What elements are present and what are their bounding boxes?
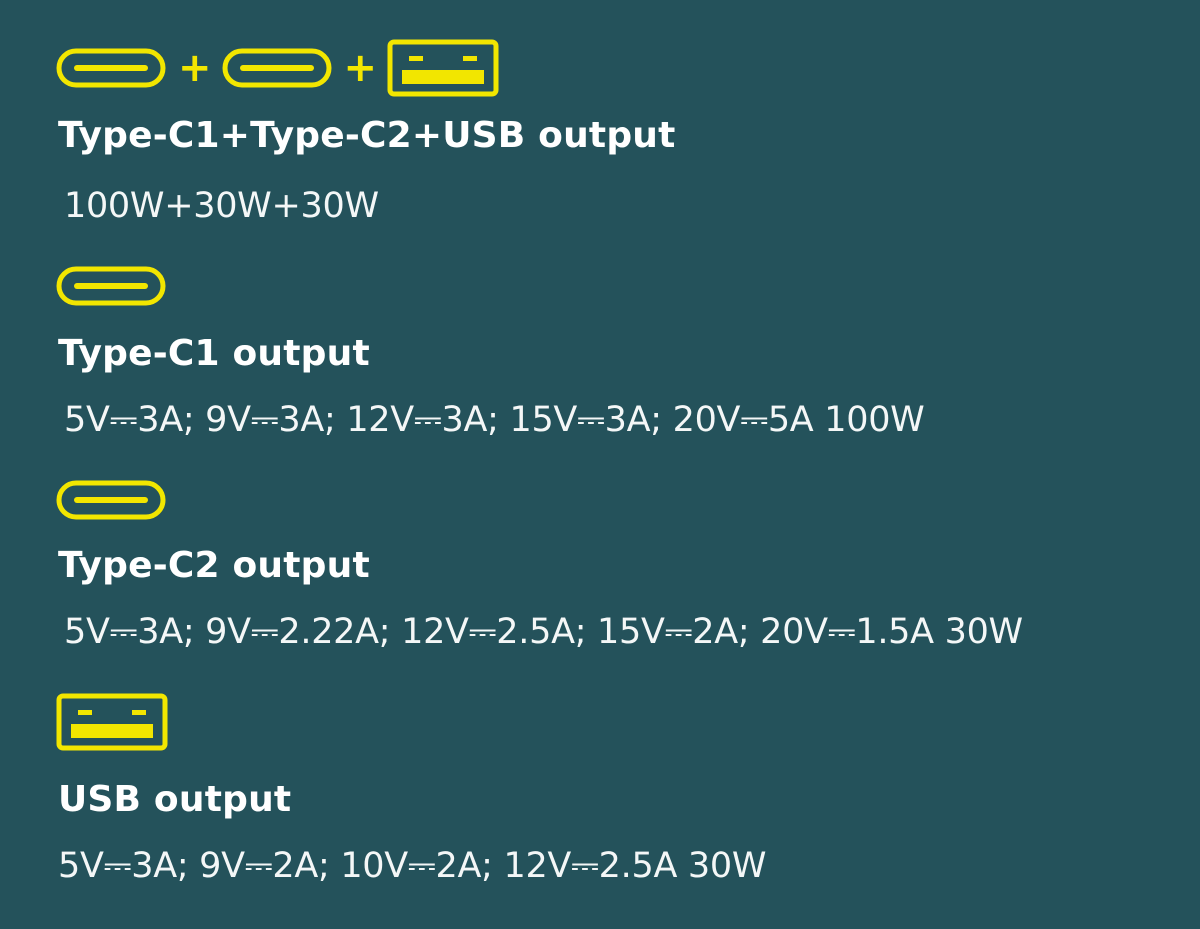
usb-heading: USB output	[58, 779, 292, 820]
type-c-port-icon	[56, 48, 166, 88]
plus-sign: +	[178, 45, 212, 91]
usb-a-port-icon	[56, 693, 168, 751]
plus-sign: +	[343, 45, 378, 91]
combo-icon-row: + +	[56, 39, 499, 97]
type-c1-icon-row	[56, 266, 166, 306]
type-c2-spec: 5V⎓3A; 9V⎓2.22A; 12V⎓2.5A; 15V⎓2A; 20V⎓1…	[64, 612, 1023, 652]
combo-spec: 100W+30W+30W	[64, 186, 379, 226]
type-c-port-icon	[56, 266, 166, 306]
type-c2-icon-row	[56, 480, 166, 520]
usb-a-port-icon	[387, 39, 499, 97]
type-c2-heading: Type-C2 output	[58, 545, 370, 586]
type-c-port-icon	[56, 480, 166, 520]
combo-heading: Type-C1+Type-C2+USB output	[58, 115, 676, 156]
usb-icon-row	[56, 693, 168, 751]
type-c1-spec: 5V⎓3A; 9V⎓3A; 12V⎓3A; 15V⎓3A; 20V⎓5A 100…	[64, 400, 925, 440]
usb-spec: 5V⎓3A; 9V⎓2A; 10V⎓2A; 12V⎓2.5A 30W	[58, 846, 767, 886]
type-c1-heading: Type-C1 output	[58, 333, 370, 374]
type-c-port-icon	[222, 48, 332, 88]
